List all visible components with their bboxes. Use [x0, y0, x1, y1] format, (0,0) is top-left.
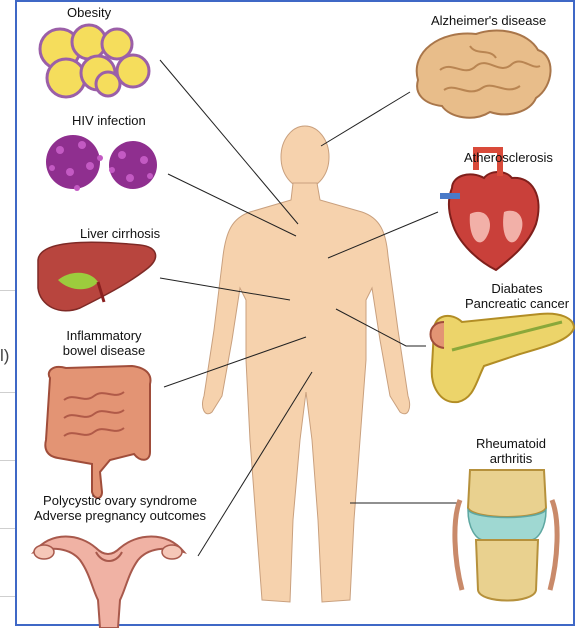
label-ra-line2: arthritis	[468, 451, 554, 466]
label-pcos: Polycystic ovary syndrome Adverse pregna…	[20, 493, 220, 523]
intestines-illustration	[45, 366, 150, 498]
label-pcos-line1: Polycystic ovary syndrome	[20, 493, 220, 508]
label-diabetes-line1: Diabates	[456, 281, 578, 296]
label-liver-cirrhosis: Liver cirrhosis	[80, 226, 160, 241]
label-hiv-infection: HIV infection	[72, 113, 146, 128]
label-ibd-line2: bowel disease	[44, 343, 164, 358]
label-alzheimers: Alzheimer's disease	[431, 13, 546, 28]
label-obesity: Obesity	[67, 5, 111, 20]
label-diabetes-line2: Pancreatic cancer	[456, 296, 578, 311]
label-rheumatoid-arthritis: Rheumatoid arthritis	[468, 436, 554, 466]
label-ra-line1: Rheumatoid	[468, 436, 554, 451]
fat-cells-illustration	[40, 25, 149, 97]
label-inflammatory-bowel-disease: Inflammatory bowel disease	[44, 328, 164, 358]
pancreas-illustration	[431, 314, 575, 403]
hiv-virus-illustration	[46, 135, 157, 191]
knee-joint-illustration	[455, 470, 557, 601]
uterus-illustration	[34, 537, 184, 628]
human-body-silhouette	[203, 126, 410, 602]
label-atherosclerosis: Atherosclerosis	[464, 150, 553, 165]
heart-illustration	[440, 150, 539, 270]
label-pcos-line2: Adverse pregnancy outcomes	[20, 508, 220, 523]
label-ibd-line1: Inflammatory	[44, 328, 164, 343]
liver-illustration	[38, 242, 156, 311]
label-diabetes-pancreatic-cancer: Diabates Pancreatic cancer	[456, 281, 578, 311]
brain-illustration	[417, 31, 551, 118]
